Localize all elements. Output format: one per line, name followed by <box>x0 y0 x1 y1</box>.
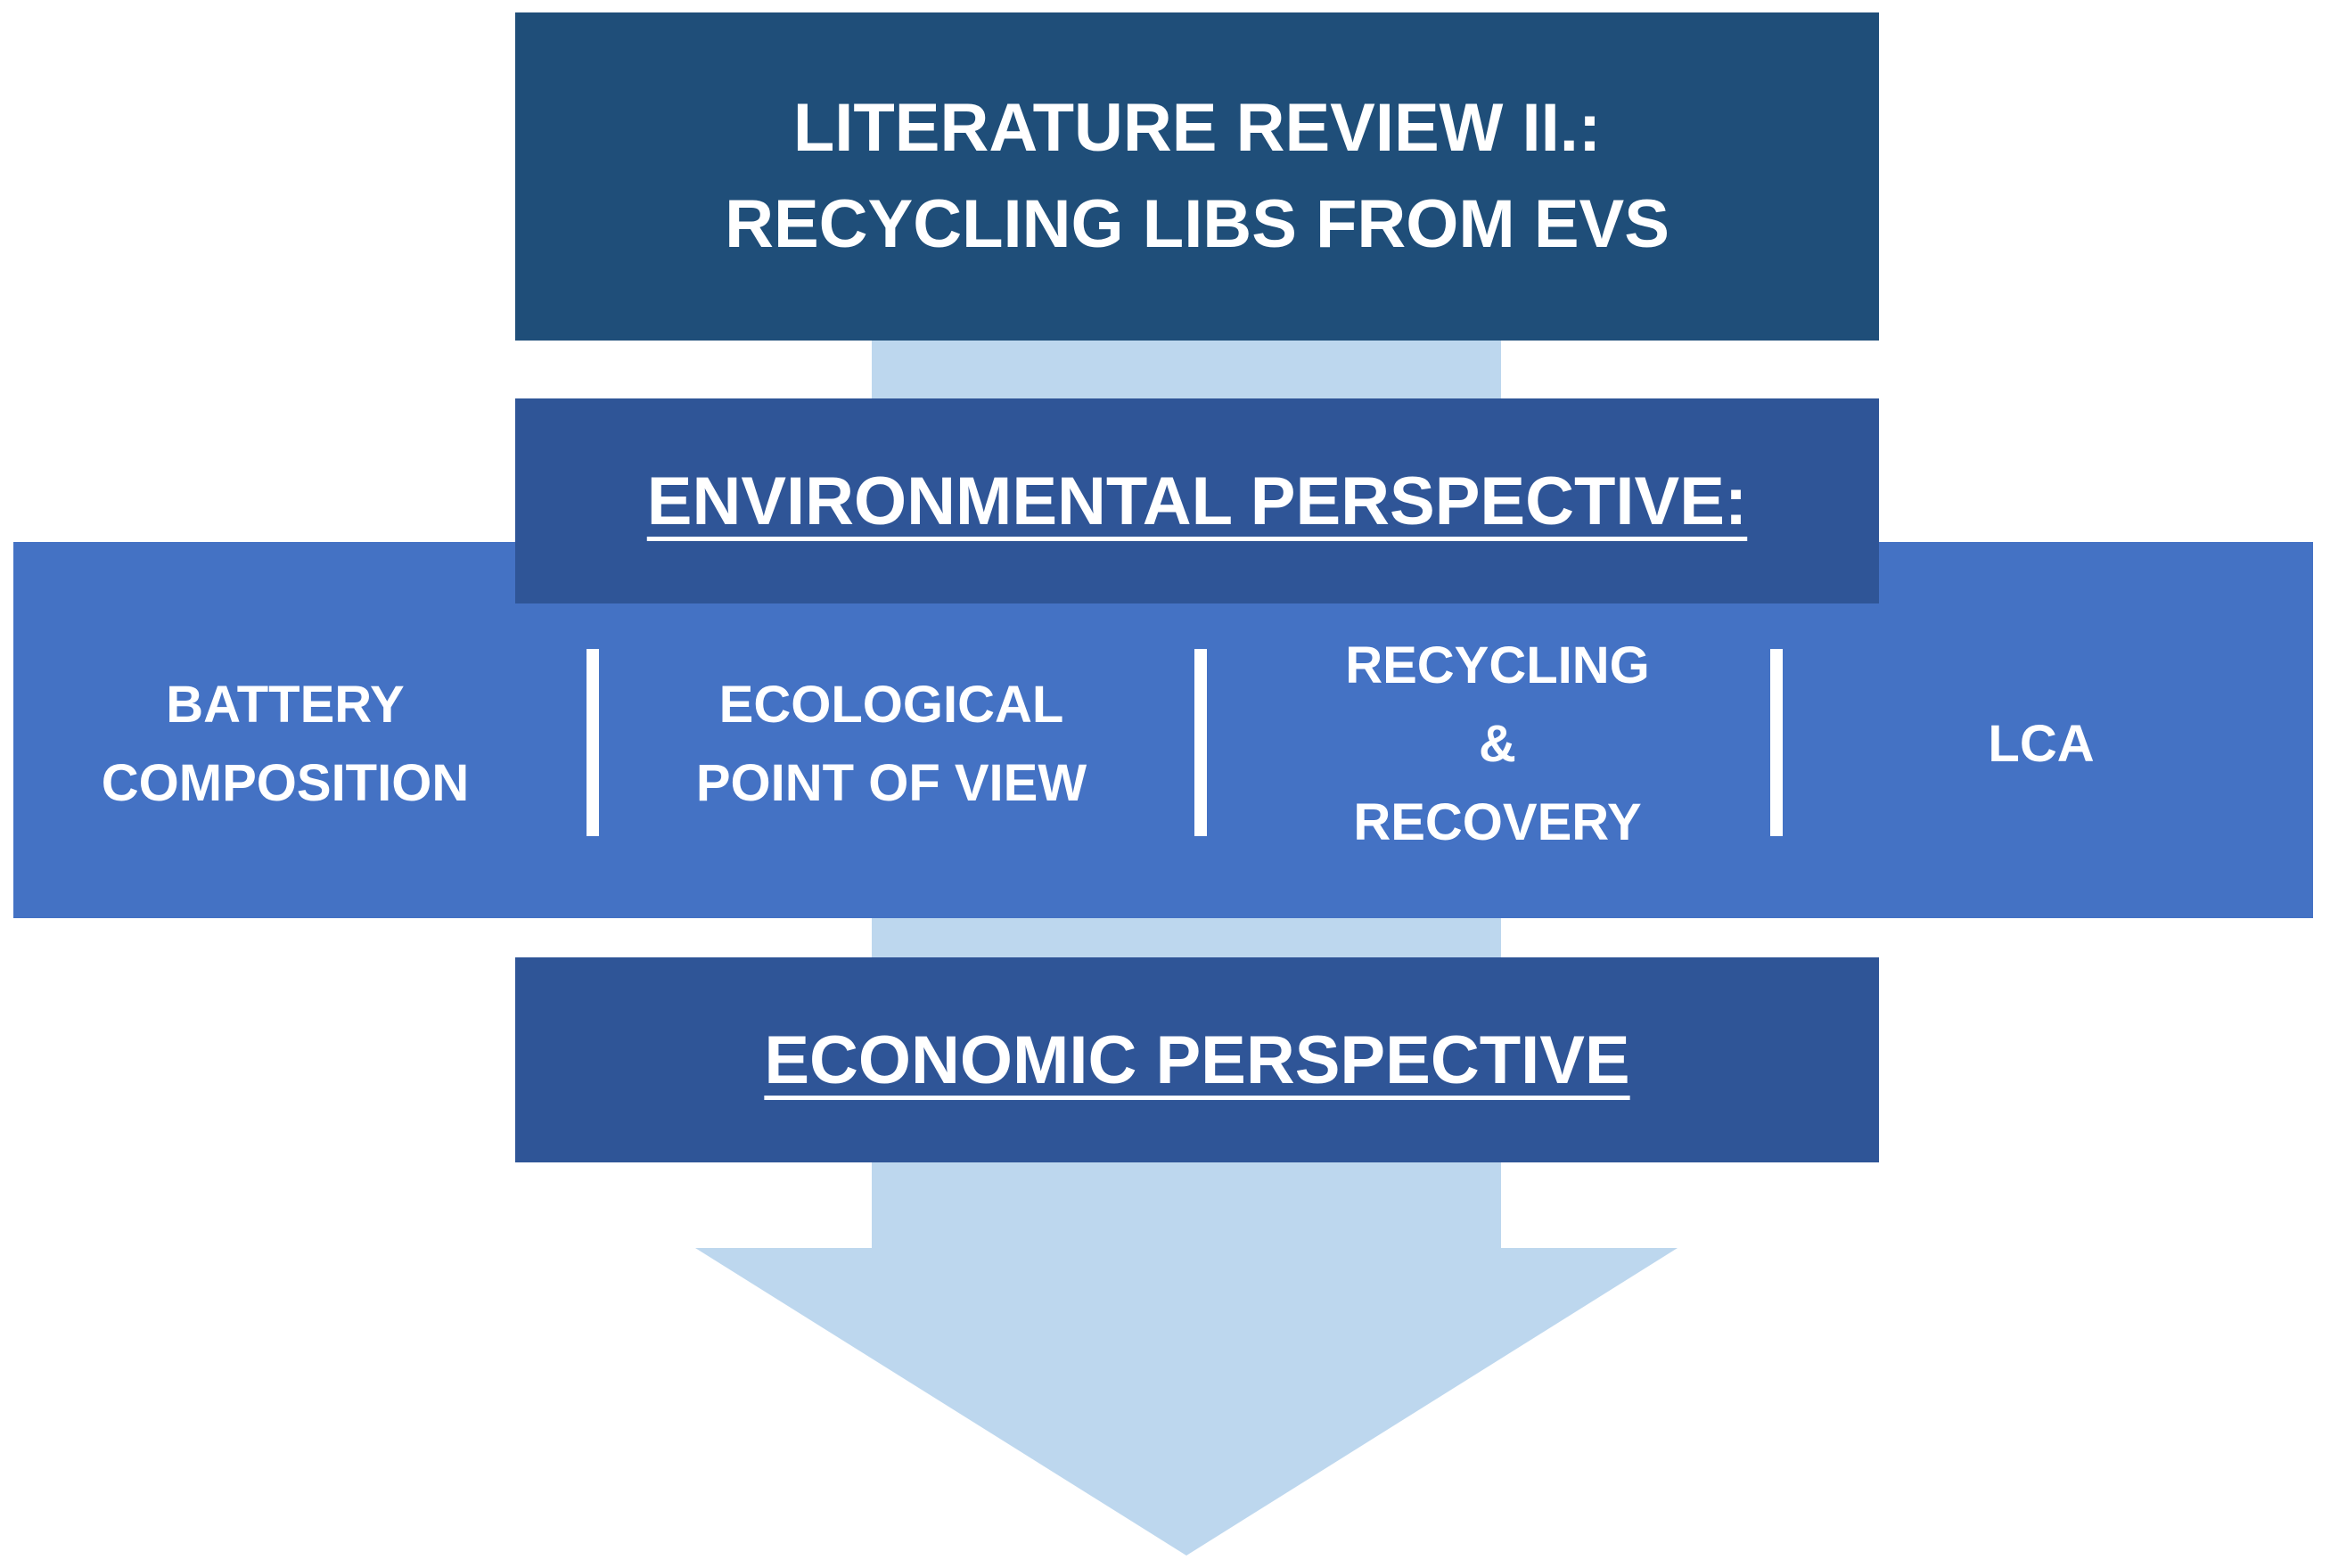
topic-label-line: RECYCLING <box>1345 636 1650 694</box>
flow-arrow-head <box>695 1248 1678 1556</box>
environmental-perspective-heading: ENVIRONMENTAL PERSPECTIVE: <box>646 463 1748 539</box>
topic-label-line: POINT OF VIEW <box>695 754 1087 812</box>
title-line-2: RECYCLING LIBS FROM EVS <box>725 186 1670 262</box>
topic-divider <box>1770 649 1783 836</box>
title-box: LITERATURE REVIEW II.: RECYCLING LIBS FR… <box>515 12 1879 341</box>
topic-divider <box>587 649 599 836</box>
topic-label-line: & <box>1479 715 1516 773</box>
topic-lca: LCA <box>1818 615 2264 874</box>
topic-label-line: LCA <box>1988 715 2095 773</box>
topic-label-line: ECOLOGICAL <box>718 676 1064 734</box>
topic-recycling-recovery: RECYCLING & RECOVERY <box>1266 615 1729 874</box>
topic-label-line: BATTERY <box>166 676 405 734</box>
topic-label-line: RECOVERY <box>1353 793 1642 851</box>
economic-perspective-header: ECONOMIC PERSPECTIVE <box>515 957 1879 1162</box>
economic-perspective-heading: ECONOMIC PERSPECTIVE <box>764 1022 1630 1098</box>
topic-ecological-point-of-view: ECOLOGICAL POINT OF VIEW <box>660 615 1123 874</box>
topic-divider <box>1194 649 1207 836</box>
environmental-topics-band <box>13 542 2313 918</box>
environmental-perspective-header: ENVIRONMENTAL PERSPECTIVE: <box>515 398 1879 603</box>
topic-label-line: COMPOSITION <box>101 754 470 812</box>
topic-battery-composition: BATTERY COMPOSITION <box>53 615 517 874</box>
title-line-1: LITERATURE REVIEW II.: <box>792 90 1602 166</box>
